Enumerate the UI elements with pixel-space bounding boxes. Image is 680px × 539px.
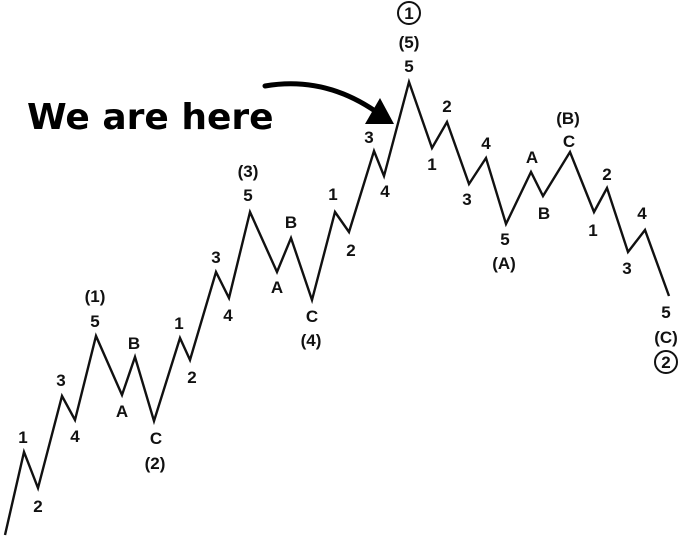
wave-label: 2 xyxy=(187,368,196,387)
wave-path xyxy=(3,77,671,536)
wave-label: 1 xyxy=(427,155,436,174)
wave-label: 5 xyxy=(404,57,413,76)
wave-label: 5 xyxy=(661,303,670,322)
wave-label: 3 xyxy=(462,190,471,209)
pointer-arrow-shaft xyxy=(262,81,385,119)
wave-label: B xyxy=(128,334,140,353)
wave-label: 2 xyxy=(33,497,42,516)
wave-label: A xyxy=(526,148,538,167)
wave-label: A xyxy=(271,278,283,297)
wave-label: C xyxy=(563,132,575,151)
wave-label: A xyxy=(116,402,128,421)
wave-label: B xyxy=(538,204,550,223)
wave-label: 3 xyxy=(211,248,220,267)
wave-label: 4 xyxy=(70,427,80,446)
wave-label: (B) xyxy=(556,109,580,128)
wave-label: C xyxy=(150,429,162,448)
circled-label-bottom: 2 xyxy=(661,353,670,372)
wave-label: 3 xyxy=(622,259,631,278)
wave-label: (C) xyxy=(654,328,678,347)
wave-label: 4 xyxy=(481,134,491,153)
wave-label: 1 xyxy=(588,221,597,240)
circled-label-top: 1 xyxy=(404,4,413,23)
wave-label: 4 xyxy=(380,182,390,201)
wave-label: 2 xyxy=(442,97,451,116)
wave-label: 4 xyxy=(637,204,647,223)
circle-top xyxy=(397,1,421,25)
wave-label: (4) xyxy=(301,331,322,350)
wave-label: 1 xyxy=(174,314,183,333)
wave-label: (3) xyxy=(238,162,259,181)
wave-label: 3 xyxy=(56,371,65,390)
wave-label: (1) xyxy=(85,287,106,306)
wave-label: 5 xyxy=(500,230,509,249)
wave-label: 2 xyxy=(346,241,355,260)
wave-label: 1 xyxy=(18,428,27,447)
circle-bottom xyxy=(654,350,678,374)
wave-label: 2 xyxy=(602,165,611,184)
wave-label: 3 xyxy=(364,128,373,147)
headline: We are here xyxy=(27,97,274,138)
wave-label: 5 xyxy=(90,312,99,331)
wave-label: C xyxy=(306,307,318,326)
wave-label: (5) xyxy=(399,33,420,52)
wave-label: 4 xyxy=(223,306,233,325)
wave-label: 1 xyxy=(328,185,337,204)
wave-label: (A) xyxy=(492,254,516,273)
wave-label: B xyxy=(285,213,297,232)
pointer-arrow-head xyxy=(365,98,394,124)
wave-label: 5 xyxy=(243,186,252,205)
wave-label: (2) xyxy=(145,454,166,473)
